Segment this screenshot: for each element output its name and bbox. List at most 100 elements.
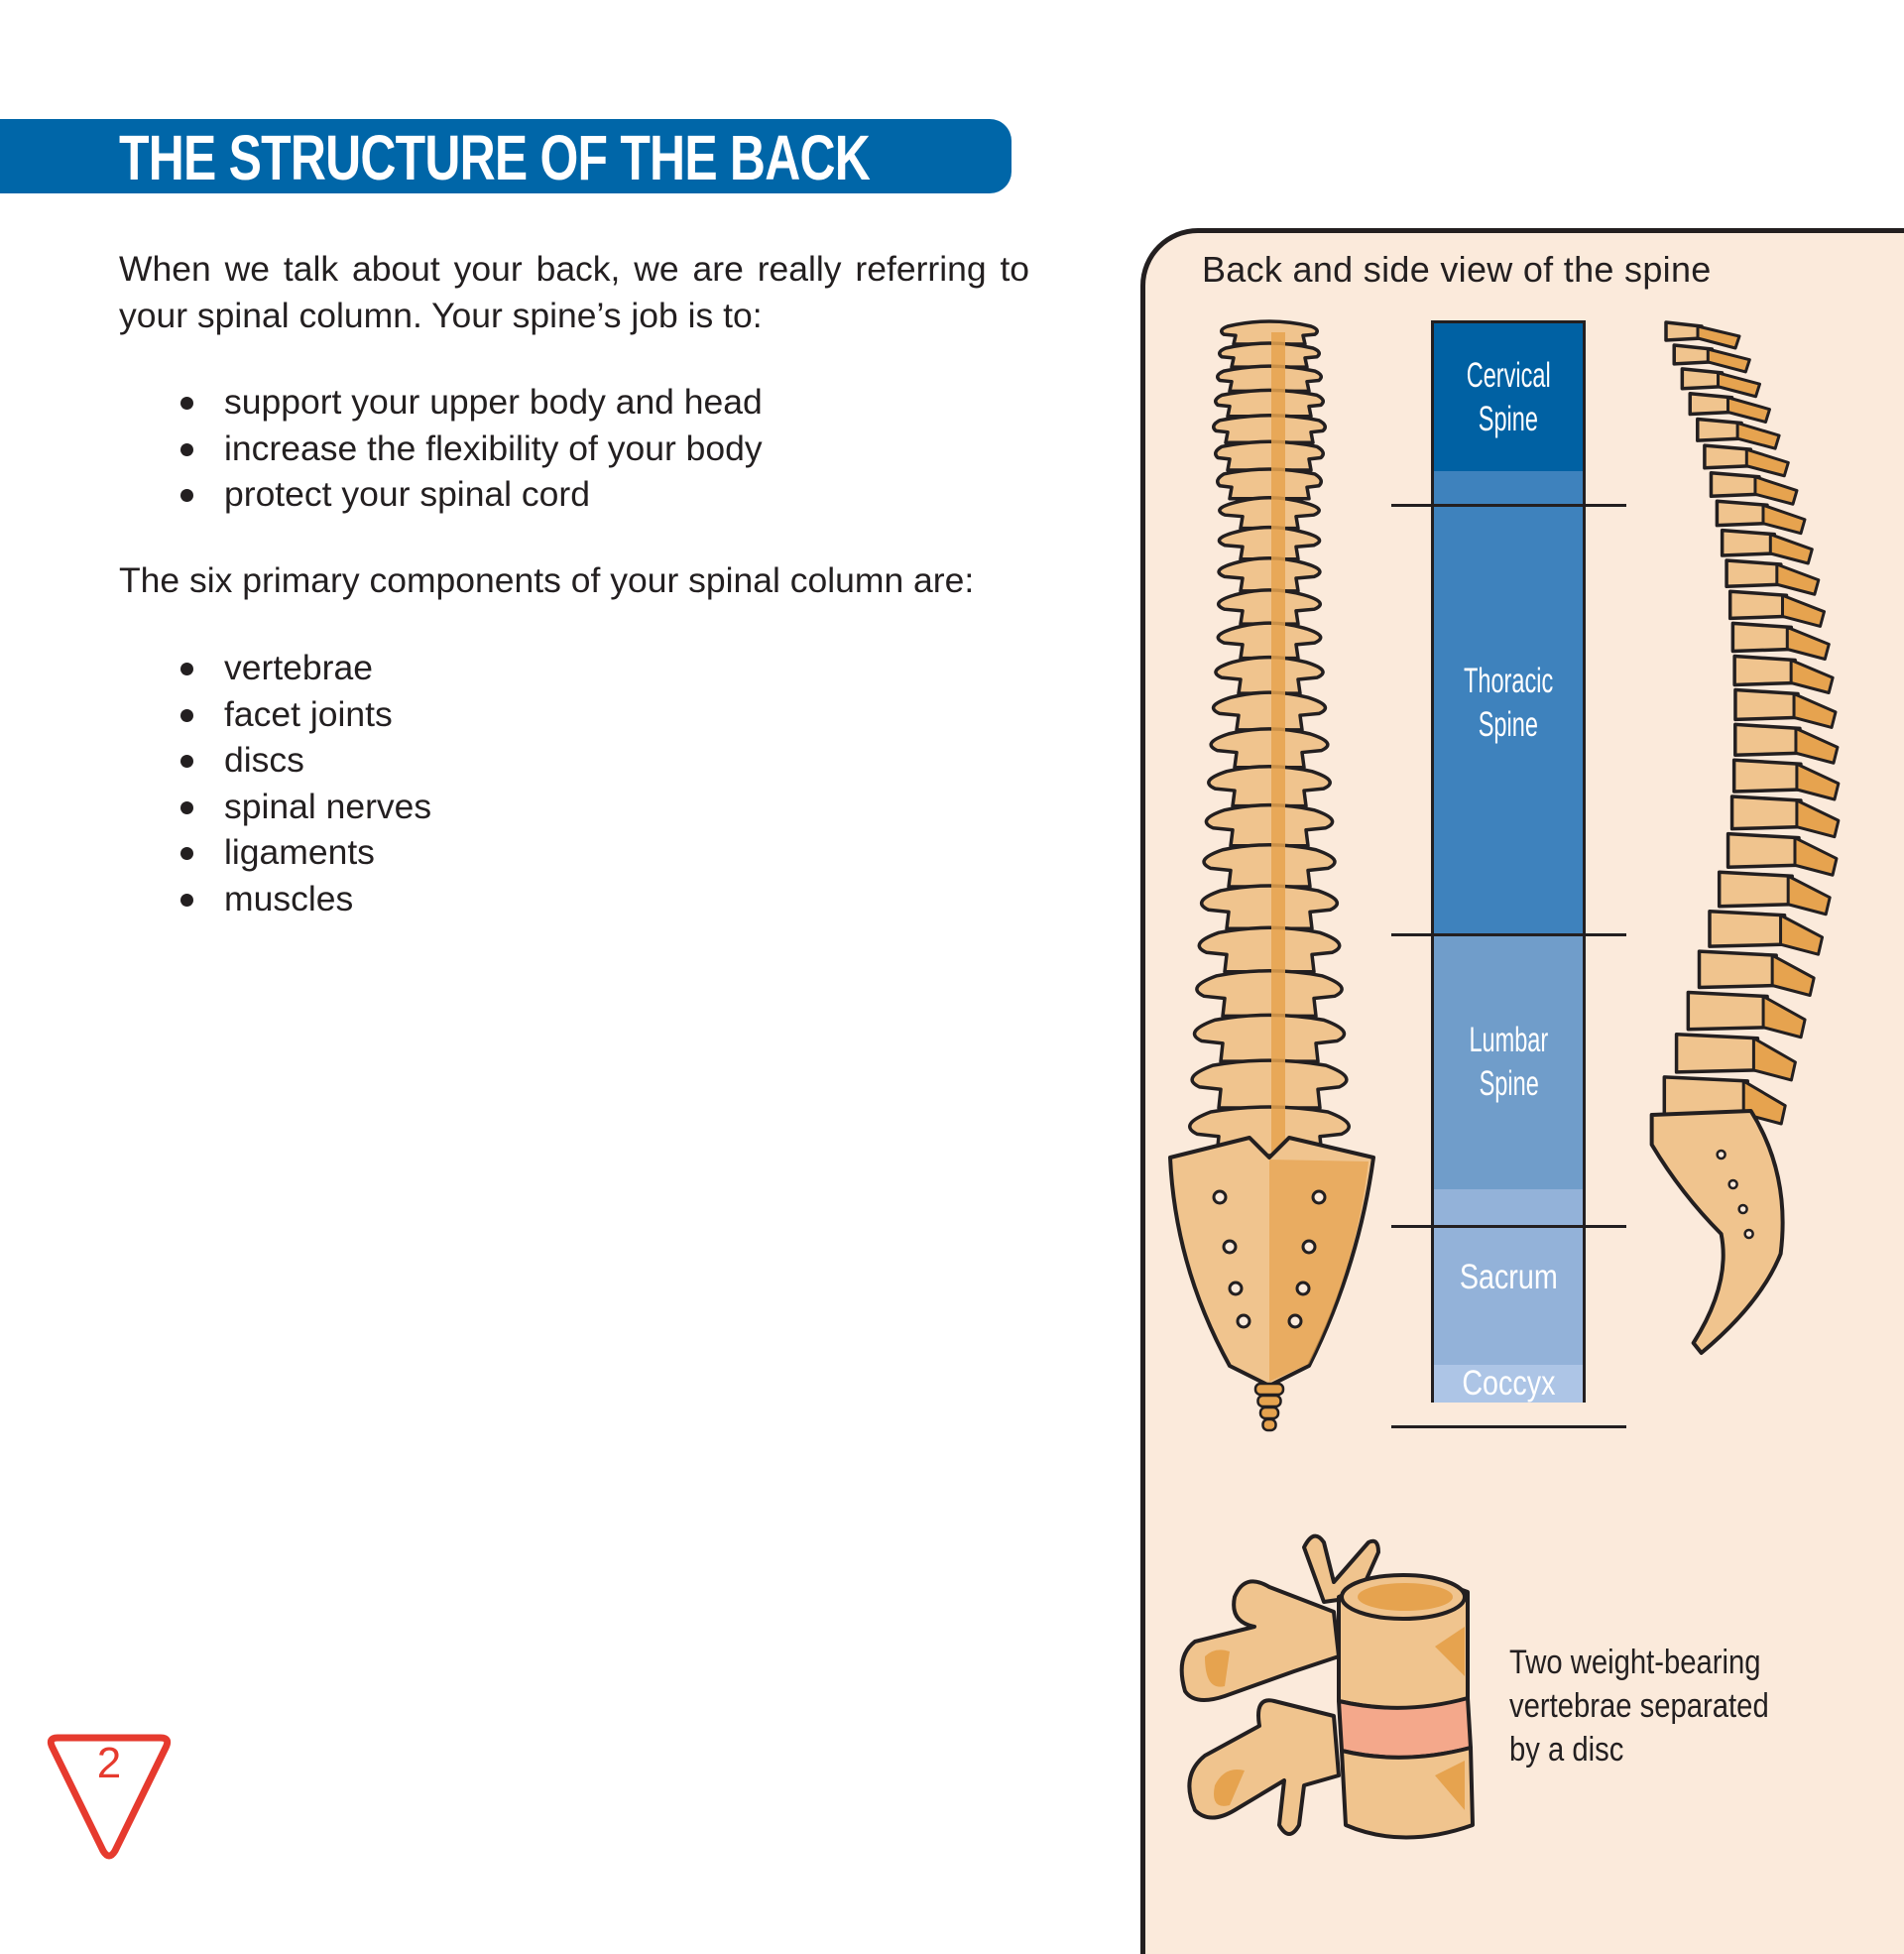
bullet-icon: [180, 663, 193, 675]
spine-back-view-illustration: [1168, 319, 1375, 1432]
vertebra-shape: [1217, 556, 1322, 593]
spinous-process: [1753, 475, 1799, 506]
page-number-badge: 2: [44, 1730, 175, 1865]
spinous-process: [1789, 659, 1835, 694]
region-label: Lumbar: [1469, 1021, 1548, 1059]
vertebra-shape: [1709, 471, 1761, 498]
region-divider: [1391, 504, 1626, 507]
region-label: Sacrum: [1459, 1257, 1558, 1296]
list-item: increase the flexibility of your body: [177, 426, 763, 472]
sacral-foramen: [1228, 1281, 1244, 1296]
intro-line-1: When we talk about your back, we are rea…: [119, 249, 1030, 289]
vertebra-shape: [1672, 343, 1715, 366]
spinous-process: [1792, 692, 1838, 729]
spinous-process: [1761, 995, 1807, 1039]
list-item: muscles: [177, 876, 431, 922]
vertebra-shape: [1218, 496, 1321, 531]
spinous-process: [1785, 625, 1831, 661]
list-item: support your upper body and head: [177, 379, 763, 426]
vertebra-shape: [1212, 414, 1327, 445]
vertebra-shape: [1220, 319, 1319, 346]
region-label: Coccyx: [1461, 1364, 1556, 1403]
list-item-text: discs: [224, 740, 304, 780]
vertebra-shape: [1216, 621, 1323, 661]
spinous-process: [1794, 726, 1840, 765]
spinous-process: [1706, 347, 1751, 374]
spinous-process: [1761, 503, 1807, 536]
coccyx-segment: [1261, 1417, 1277, 1432]
region-label: Thoracic: [1463, 662, 1554, 700]
vertebra-shape: [1190, 1058, 1349, 1110]
page-title: THE STRUCTURE OF THE BACK: [119, 122, 871, 193]
vertebra-shape: [1727, 589, 1789, 621]
spinous-process: [1717, 371, 1762, 399]
spinous-process: [1768, 533, 1814, 565]
spinous-process: [1775, 562, 1821, 596]
spinous-process: [1726, 396, 1771, 424]
vertebra-shape: [1680, 367, 1725, 391]
vertebra-shape: [1715, 499, 1769, 528]
sacral-foramen: [1236, 1313, 1251, 1329]
bullet-icon: [180, 893, 193, 907]
header-bar: THE STRUCTURE OF THE BACK: [0, 119, 1012, 193]
list-item-text: increase the flexibility of your body: [224, 427, 763, 468]
vertebra-shape: [1717, 870, 1794, 909]
sacral-foramen: [1727, 1178, 1738, 1190]
bullet-icon: [180, 442, 193, 456]
list-item: ligaments: [177, 829, 431, 876]
region-label: Spine: [1478, 705, 1539, 744]
spinous-process: [1786, 874, 1832, 916]
sacral-foramen: [1743, 1228, 1754, 1240]
vertebrae-caption: Two weight-bearing vertebrae separated b…: [1509, 1641, 1769, 1771]
region-label: Cervical: [1466, 355, 1551, 395]
region-divider: [1391, 1225, 1626, 1228]
vertebra-shape: [1686, 990, 1769, 1032]
spine-side-view-illustration: [1649, 320, 1841, 1355]
list-item: protect your spinal cord: [177, 471, 763, 518]
region-label: Spine: [1478, 399, 1539, 438]
components-heading: The six primary components of your spina…: [119, 560, 975, 600]
list-item-text: muscles: [224, 878, 354, 918]
vertebra-shape: [1730, 621, 1794, 654]
caption-line: vertebrae separated: [1509, 1687, 1769, 1725]
bullet-icon: [180, 800, 193, 814]
list-item-text: facet joints: [224, 693, 393, 734]
caption-line: by a disc: [1509, 1731, 1624, 1769]
region-divider: [1391, 1425, 1626, 1428]
spinous-process: [1735, 422, 1781, 450]
region-sacrum: Sacrum: [1434, 1189, 1583, 1365]
vertebra-shape: [1720, 528, 1777, 557]
vertebra-shape: [1209, 727, 1330, 770]
vertebra-shape: [1195, 969, 1344, 1019]
spinous-process: [1795, 762, 1841, 801]
sacral-foramen: [1716, 1149, 1726, 1160]
coccyx-segment: [1258, 1405, 1280, 1420]
sacral-foramen: [1301, 1239, 1317, 1255]
vertebra-shape: [1197, 925, 1342, 974]
bullet-icon: [180, 489, 193, 502]
spine-jobs-list: support your upper body and head increas…: [177, 379, 763, 518]
list-item: discs: [177, 737, 431, 784]
coccyx-segment: [1256, 1394, 1282, 1408]
vertebra-shape: [1202, 842, 1337, 889]
vertebra-shape: [1696, 417, 1743, 442]
vertebrae-disc-illustration: [1179, 1533, 1475, 1840]
sacral-foramen: [1737, 1203, 1748, 1215]
spinous-process: [1795, 798, 1841, 839]
components-list: vertebrae facet joints discs spinal nerv…: [177, 645, 431, 921]
vertebra-shape: [1192, 1013, 1347, 1063]
coccyx-segment: [1253, 1382, 1285, 1397]
vertebra-shape: [1732, 654, 1797, 687]
vertebra-shape: [1211, 690, 1328, 732]
vertebra-shape: [1703, 443, 1753, 470]
sacral-foramen: [1311, 1189, 1327, 1205]
page-number: 2: [97, 1739, 121, 1787]
vertebra-shape: [1214, 439, 1325, 472]
vertebra-shape: [1204, 802, 1335, 848]
vertebra-shape: [1207, 764, 1332, 808]
bullet-icon: [180, 708, 193, 722]
panel-title: Back and side view of the spine: [1202, 249, 1712, 290]
